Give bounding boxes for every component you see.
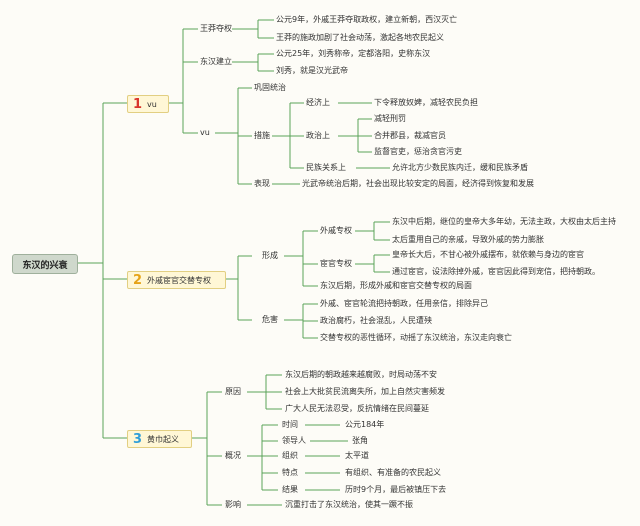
leaf-politics-1: 减轻刑罚 (374, 114, 406, 123)
section-2-number: 2 (133, 272, 143, 288)
node-waiqi[interactable]: 外戚专权 (320, 226, 352, 235)
leaf-cause-2: 社会上大批贫民流离失所，加上自然灾害频发 (285, 387, 445, 396)
node-overview[interactable]: 概况 (225, 451, 241, 460)
leaf-harm-2: 政治腐朽，社会混乱，人民遭殃 (320, 316, 432, 325)
leaf-harm-3: 交替专权的恶性循环，动摇了东汉统治，东汉走向衰亡 (320, 333, 512, 342)
leaf-performance-1: 光武帝统治后期，社会出现比较安定的局面，经济得到恢复和发展 (302, 179, 534, 188)
node-ethnic[interactable]: 民族关系上 (306, 163, 346, 172)
node-consolidate: 巩固统治 (254, 83, 286, 92)
node-founding[interactable]: 东汉建立 (200, 57, 232, 66)
section-1-node[interactable]: 1 vu (127, 95, 169, 113)
section-3-title: 黄巾起义 (147, 434, 180, 444)
node-huanguan[interactable]: 宦官专权 (320, 259, 352, 268)
overview-key-leader: 领导人 (282, 436, 306, 445)
leaf-ethnic-1: 允许北方少数民族内迁，缓和民族矛盾 (392, 163, 528, 172)
node-wangmang[interactable]: 王莽夺权 (200, 24, 232, 33)
root-node[interactable]: 东汉的兴衰 (12, 254, 78, 274)
overview-value-leader: 张角 (352, 436, 368, 445)
overview-key-org: 组织 (282, 451, 298, 460)
leaf-cause-3: 广大人民无法忍受，反抗情绪在民间蔓延 (285, 404, 429, 413)
leaf-politics-3: 监督官吏，惩治贪官污吏 (374, 147, 462, 156)
leaf-wangmang-2: 王莽的施政加剧了社会动荡，激起各地农民起义 (276, 33, 444, 42)
overview-value-time: 公元184年 (345, 420, 385, 429)
leaf-waiqi-2: 太后重用自己的亲戚，导致外戚的势力膨胀 (392, 235, 544, 244)
overview-value-org: 太平道 (345, 451, 369, 460)
overview-key-feature: 特点 (282, 468, 298, 477)
leaf-cause-1: 东汉后期的朝政越来越腐败，时局动荡不安 (285, 370, 437, 379)
leaf-politics-2: 合并郡县，裁减官员 (374, 131, 446, 140)
overview-value-result: 历时9个月，最后被镇压下去 (345, 485, 447, 494)
overview-key-time: 时间 (282, 420, 298, 429)
overview-key-result: 结果 (282, 485, 298, 494)
node-formation[interactable]: 形成 (262, 251, 278, 260)
node-performance[interactable]: 表现 (254, 179, 270, 188)
leaf-founding-2: 刘秀，就是汉光武帝 (276, 66, 348, 75)
leaf-founding-1: 公元25年，刘秀称帝，定都洛阳，史称东汉 (276, 49, 431, 58)
node-politics[interactable]: 政治上 (306, 131, 330, 140)
node-economy[interactable]: 经济上 (306, 98, 330, 107)
section-3-node[interactable]: 3 黄巾起义 (127, 430, 192, 448)
section-3-number: 3 (133, 431, 143, 447)
leaf-wangmang-1: 公元9年，外戚王莽夺取政权，建立新朝，西汉灭亡 (276, 15, 458, 24)
node-impact[interactable]: 影响 (225, 500, 241, 509)
section-1-number: 1 (133, 96, 143, 112)
node-cause[interactable]: 原因 (225, 387, 241, 396)
leaf-waiqi-1: 东汉中后期，继位的皇帝大多年幼，无法主政，大权由太后主持 (392, 217, 616, 226)
leaf-economy-1: 下令释放奴婢，减轻农民负担 (374, 98, 478, 107)
section-2-node[interactable]: 2 外戚宦官交替专权 (127, 271, 226, 289)
leaf-harm-1: 外戚、宦官轮流把持朝政，任用亲信，排除异己 (320, 299, 488, 308)
section-1-title: vu (147, 99, 157, 109)
overview-value-feature: 有组织、有准备的农民起义 (345, 468, 441, 477)
node-measures[interactable]: 措施 (254, 131, 270, 140)
leaf-huanguan-1: 皇帝长大后，不甘心被外戚摆布，就依赖与身边的宦官 (392, 250, 584, 259)
section-2-title: 外戚宦官交替专权 (147, 275, 212, 285)
leaf-huanguan-2: 通过宦官，设法除掉外戚，宦官因此得到宠信，把持朝政。 (392, 267, 600, 276)
leaf-impact-1: 沉重打击了东汉统治，使其一蹶不振 (285, 500, 413, 509)
node-harm[interactable]: 危害 (262, 315, 278, 324)
node-vu[interactable]: vu (200, 128, 210, 137)
leaf-formation-summary: 东汉后期，形成外戚和宦官交替专权的局面 (320, 281, 472, 290)
